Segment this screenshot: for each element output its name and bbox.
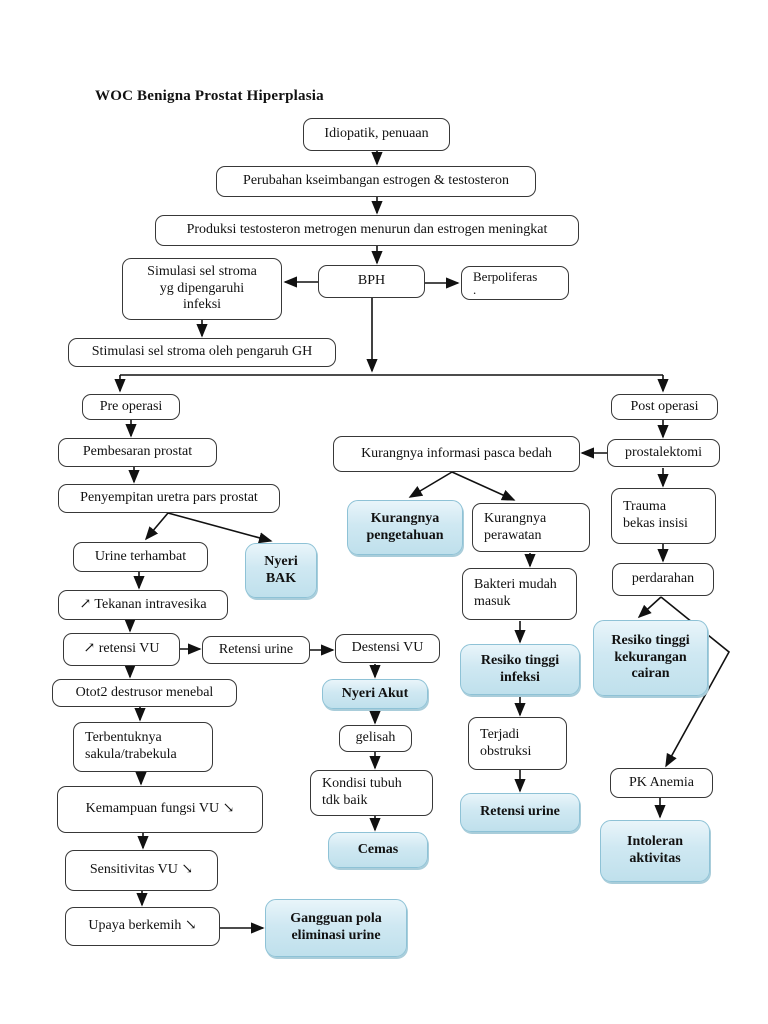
node-simulasi-sel-stroma: Simulasi sel stroma yg dipengaruhi infek… [122,258,282,320]
node-bph: BPH [318,265,425,298]
node-tekanan-intravesika: ↗ Tekanan intravesika [58,590,228,620]
node-perdarahan: perdarahan [612,563,714,596]
node-retensi-vu: ↗ retensi VU [63,633,180,666]
node-kondisi-tubuh: Kondisi tubuh tdk baik [310,770,433,816]
node-gangguan-pola-eliminasi: Gangguan pola eliminasi urine [265,899,407,957]
node-pk-anemia: PK Anemia [610,768,713,798]
node-urine-terhambat: Urine terhambat [73,542,208,572]
node-penyempitan-uretra: Penyempitan uretra pars prostat [58,484,280,513]
node-nyeri-bak: Nyeri BAK [245,543,317,598]
node-gelisah: gelisah [339,725,412,752]
node-kemampuan-fungsi-vu: Kemampuan fungsi VU ↘ [57,786,263,833]
node-prostalektomi: prostalektomi [607,439,720,467]
node-stimulasi-sel-stroma: Stimulasi sel stroma oleh pengaruh GH [68,338,336,367]
node-perubahan-keseimbangan: Perubahan kseimbangan estrogen & testost… [216,166,536,197]
node-cemas: Cemas [328,832,428,868]
node-trauma-bekas-insisi: Trauma bekas insisi [611,488,716,544]
arrow [451,471,516,501]
arrow [408,471,453,498]
node-idiopatik: Idiopatik, penuaan [303,118,450,151]
page-title: WOC Benigna Prostat Hiperplasia [95,88,324,104]
node-otot-destrusor-menebal: Otot2 destrusor menebal [52,679,237,707]
node-post-operasi: Post operasi [611,394,718,420]
node-intoleran-aktivitas: Intoleran aktivitas [600,820,710,882]
node-resiko-tinggi-infeksi: Resiko tinggi infeksi [460,644,580,695]
node-produksi-testosteron: Produksi testosteron metrogen menurun da… [155,215,579,246]
node-terbentuknya-sakula: Terbentuknya sakula/trabekula [73,722,213,772]
node-berpoliferas: Berpoliferas . [461,266,569,300]
node-nyeri-akut: Nyeri Akut [322,679,428,709]
node-kurangnya-informasi: Kurangnya informasi pasca bedah [333,436,580,472]
node-upaya-berkemih: Upaya berkemih ↘ [65,907,220,946]
arrow [144,512,169,541]
node-sensitivitas-vu: Sensitivitas VU ↘ [65,850,218,891]
node-pre-operasi: Pre operasi [82,394,180,420]
node-terjadi-obstruksi: Terjadi obstruksi [468,717,567,770]
node-resiko-kekurangan-cairan: Resiko tinggi kekurangan cairan [593,620,708,696]
arrow [637,596,662,619]
node-kurangnya-perawatan: Kurangnya perawatan [472,503,590,552]
node-kurangnya-pengetahuan: Kurangnya pengetahuan [347,500,463,555]
arrow [167,512,273,544]
node-bakteri-mudah-masuk: Bakteri mudah masuk [462,568,577,620]
node-destensi-vu: Destensi VU [335,634,440,663]
node-retensi-urine-blue: Retensi urine [460,793,580,832]
node-pembesaran-prostat: Pembesaran prostat [58,438,217,467]
node-retensi-urine: Retensi urine [202,636,310,664]
